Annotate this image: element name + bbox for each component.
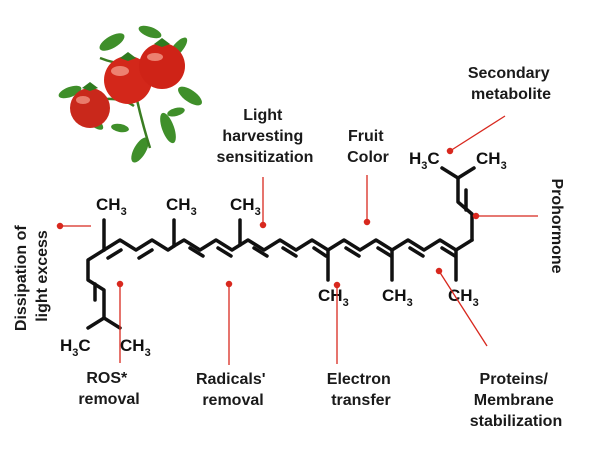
methyl-label: CH3: [230, 195, 261, 218]
methyl-label: CH3: [382, 286, 413, 309]
label-fruit-color: Fruit Color: [347, 128, 389, 166]
label-electron-transfer: Electron transfer: [327, 371, 395, 409]
label-radicals-removal: Radicals' removal: [196, 371, 270, 409]
label-light-harvesting: Light harvesting sensitization: [217, 107, 314, 166]
methyl-label: CH3: [448, 286, 479, 309]
h3c-label: H3C: [60, 336, 91, 359]
pointer-lines: [56, 115, 538, 365]
h3c-label: H3C: [409, 149, 440, 172]
label-dissipation: Dissipation of light excess: [13, 221, 51, 331]
methyl-label: CH3: [318, 286, 349, 309]
polyene-chain: [86, 166, 476, 330]
label-secondary-metabolite: Secondary metabolite: [468, 65, 554, 103]
label-prohormone: Prohormone: [548, 178, 565, 273]
methyl-label: CH3: [476, 149, 507, 172]
methyl-label: CH3: [96, 195, 127, 218]
label-proteins-membrane: Proteins/ Membrane stabilization: [470, 371, 562, 430]
methyl-labels: CH3 CH3 CH3 CH3 CH3 CH3 CH3 CH3 H3C H3C: [60, 149, 507, 359]
methyl-label: CH3: [166, 195, 197, 218]
methyl-label: CH3: [120, 336, 151, 359]
label-ros-removal: ROS* removal: [78, 370, 139, 408]
tomato-icon: [58, 25, 202, 163]
